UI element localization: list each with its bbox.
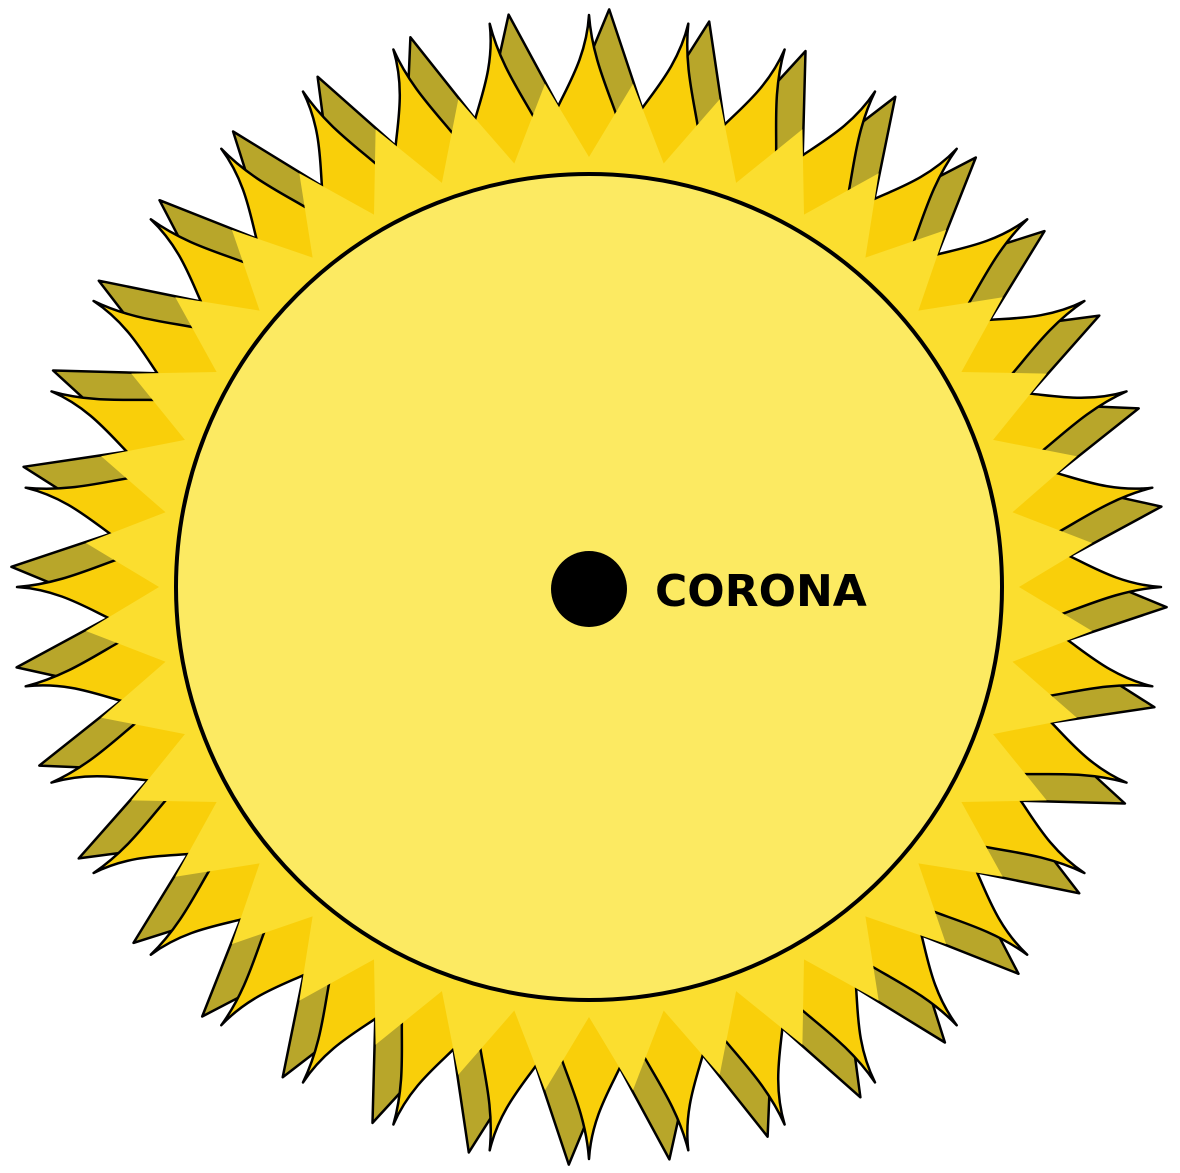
corona-marker-icon [551, 551, 627, 627]
corona-label: CORONA [655, 566, 867, 617]
